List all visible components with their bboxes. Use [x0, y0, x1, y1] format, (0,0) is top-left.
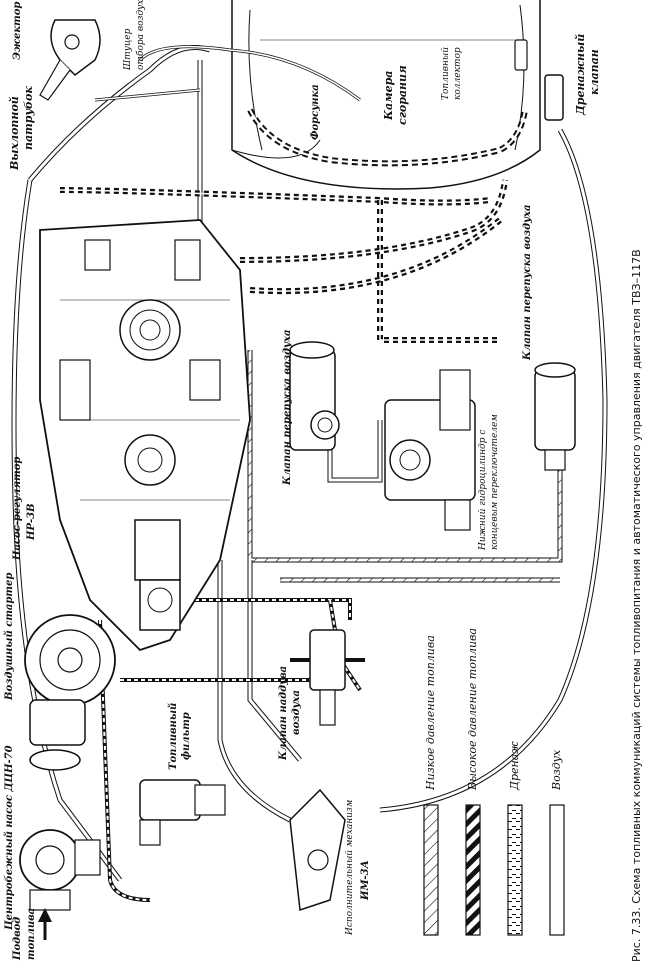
air-starter	[24, 614, 116, 771]
actuator-im3a	[289, 788, 346, 912]
drain-valve	[514, 39, 564, 121]
label-fuel-filter-1: Топливный	[168, 703, 179, 770]
legend-label-high: Высокое давление топлива	[466, 628, 479, 791]
label-fuel-in-1: Подвод	[12, 917, 23, 961]
label-air-fitting-1: Штуцер	[123, 28, 133, 71]
label-chamber-2: сгорания	[396, 65, 409, 125]
label-exhaust-1: Выхлопной	[8, 96, 21, 171]
label-fuel-filter-2: фильтр	[181, 712, 192, 760]
centrifugal-pump	[19, 829, 101, 911]
legend: Низкое давление топлива Высокое давление…	[423, 628, 565, 936]
label-collector-2: коллектор	[453, 47, 463, 100]
label-ejector: Эжектор	[12, 2, 23, 60]
hydrocylinder	[384, 369, 476, 531]
label-cent-pump: Центробежный насос ДЦН-70	[4, 745, 15, 931]
label-drain-2: клапан	[588, 49, 601, 95]
label-injector: Форсунка	[310, 84, 321, 140]
label-hydrocyl-1: Нижний гидроцилиндр с	[478, 430, 488, 551]
boost-air-valve	[290, 629, 365, 726]
fuel-inlet-arrow	[38, 908, 52, 940]
label-hydrocyl-2: концевым переключателем	[490, 414, 500, 550]
label-air-fitting-2: отбора воздуха	[135, 0, 146, 70]
legend-swatch-low	[423, 804, 439, 936]
label-actuator-2: ИМ-3А	[360, 860, 371, 901]
label-bypass-valve-right: Клапан перепуска воздуха	[522, 205, 533, 361]
label-air-starter: Воздушный стартер	[4, 573, 15, 701]
label-boost-valve-1: Клапан наддува	[278, 666, 289, 761]
legend-swatch-air	[549, 804, 565, 936]
label-pump-reg-1: Насос-регулятор	[12, 457, 23, 561]
label-chamber-1: Камера	[382, 71, 395, 121]
label-fuel-in-2: топлива	[26, 908, 37, 960]
label-actuator-1: Исполнительный механизм	[345, 800, 355, 936]
legend-label-drain: Дренаж	[508, 741, 521, 791]
label-pump-reg-2: НР-3В	[26, 503, 37, 541]
bypass-valve-right	[534, 362, 576, 471]
label-collector-1: Топливный	[441, 47, 451, 100]
legend-label-air: Воздух	[550, 749, 563, 791]
label-boost-valve-2: воздуха	[291, 690, 302, 735]
figure-caption: Рис. 7.33. Схема топливных коммуникаций …	[630, 249, 643, 962]
bypass-valve-mid	[289, 341, 340, 451]
legend-label-low: Низкое давление топлива	[424, 635, 437, 791]
legend-swatch-high	[465, 804, 481, 936]
pump-regulator-nr3v	[39, 219, 251, 652]
label-drain-1: Дренажный	[574, 34, 587, 116]
fuel-filter	[139, 779, 226, 846]
combustion-chamber	[231, 0, 541, 190]
ejector	[39, 19, 101, 101]
legend-swatch-drain	[507, 804, 523, 936]
label-bypass-valve-mid: Клапан перепуска воздуха	[282, 330, 293, 486]
label-exhaust-2: патрубок	[22, 86, 35, 150]
